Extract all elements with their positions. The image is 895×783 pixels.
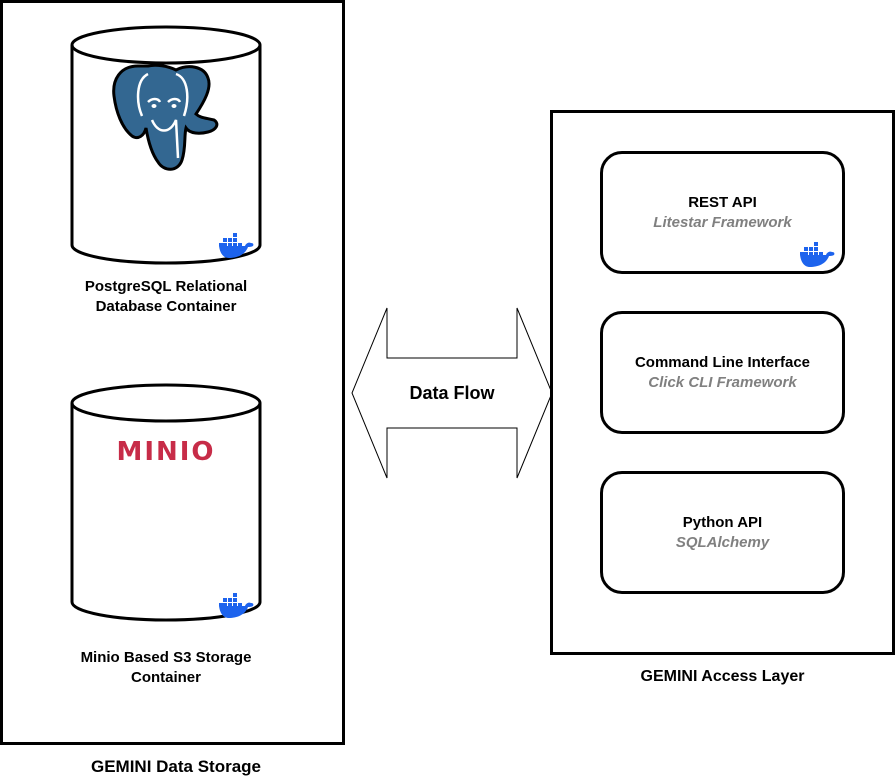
python-api-card[interactable]: Python API SQLAlchemy bbox=[600, 471, 845, 594]
postgresql-elephant-icon bbox=[112, 63, 219, 171]
cli-subtitle: Click CLI Framework bbox=[648, 373, 797, 391]
minio-label: Minio Based S3 Storage Container bbox=[40, 648, 292, 688]
rest-api-subtitle: Litestar Framework bbox=[653, 213, 792, 231]
cli-title: Command Line Interface bbox=[634, 353, 811, 371]
rest-api-title: REST API bbox=[688, 193, 757, 211]
minio-logo: MINIO bbox=[116, 437, 216, 467]
minio-cylinder bbox=[70, 383, 262, 622]
data-flow-label: Data Flow bbox=[409, 383, 495, 403]
python-api-subtitle: SQLAlchemy bbox=[675, 533, 770, 551]
minio-label-line1: Minio Based S3 Storage bbox=[80, 649, 252, 666]
docker-icon bbox=[800, 242, 835, 267]
docker-icon bbox=[219, 233, 254, 258]
postgres-label-line1: PostgreSQL Relational bbox=[84, 278, 248, 295]
minio-label-line2: Container bbox=[130, 669, 201, 686]
postgres-label-line2: Database Container bbox=[95, 298, 237, 315]
data-storage-title: GEMINI Data Storage bbox=[90, 757, 262, 776]
python-api-title: Python API bbox=[682, 513, 763, 531]
postgres-label: PostgreSQL Relational Database Container bbox=[40, 277, 292, 317]
access-layer-title: GEMINI Access Layer bbox=[640, 668, 805, 685]
docker-icon bbox=[219, 593, 254, 618]
cli-card[interactable]: Command Line Interface Click CLI Framewo… bbox=[600, 311, 845, 434]
